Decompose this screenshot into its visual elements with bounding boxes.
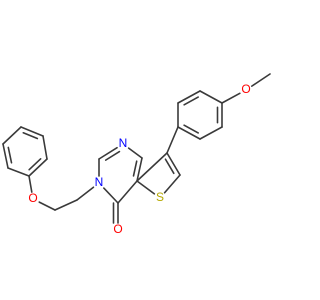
atom-labels-layer: O S N N O O xyxy=(28,82,250,236)
atom-label-o-eth: O xyxy=(28,191,37,205)
bond-ph-c6-ph-c1 xyxy=(7,167,30,177)
bond-c-me-o-ome xyxy=(251,73,271,87)
bond-ph-c3-ph-c4-inner xyxy=(22,131,39,140)
bond-c4-c7a xyxy=(117,180,138,204)
atom-label-n3: N xyxy=(95,175,104,189)
bond-n1-c2 xyxy=(98,146,118,160)
bond-ch2-b-o-eth xyxy=(38,201,56,211)
bond-ar-c2-ar-c3 xyxy=(199,126,223,140)
bonds-layer xyxy=(2,73,271,224)
atom-label-n1: N xyxy=(119,136,128,150)
bond-ph-c2-ph-c3 xyxy=(42,135,48,160)
bond-ph-c4-ph-c5 xyxy=(2,126,22,145)
bond-s5-c7a xyxy=(136,180,156,195)
bond-c4a-n1 xyxy=(127,147,143,159)
bond-ar-c3-ar-c4-inner xyxy=(183,124,199,134)
bond-n3-c4 xyxy=(103,187,119,204)
bond-ph-c3-ph-c4 xyxy=(20,126,44,137)
bond-o-ome-ar-c1 xyxy=(221,92,241,104)
bond-o-eth-ph-c1 xyxy=(28,175,33,193)
bond-c7a-c4a-inner xyxy=(132,160,138,177)
bond-ph-c5-ph-c6-inner xyxy=(7,146,13,164)
bond-ar-c5-ar-c6 xyxy=(177,90,201,104)
bond-c7a-c4a xyxy=(136,157,143,182)
bond-c7a-c7 xyxy=(136,152,168,182)
bond-ph-c1-ph-c2 xyxy=(28,158,48,177)
bond-ar-c3-ar-c4 xyxy=(177,126,201,140)
bond-ar-c4-c7 xyxy=(166,126,179,154)
bond-c7-c6-inner xyxy=(164,158,175,175)
bond-ph-c1-ph-c2-inner xyxy=(28,157,42,171)
bond-ph-c5-ph-c6 xyxy=(2,143,9,169)
molecule-structure-diagram: O S N N O O xyxy=(2,73,271,236)
atom-label-o-ome: O xyxy=(241,82,250,96)
bond-ar-c5-ar-c6-inner xyxy=(183,96,199,106)
bond-c6-s5 xyxy=(163,174,181,194)
bond-ch2-a-ch2-b xyxy=(54,199,78,211)
bond-c7-c6 xyxy=(166,152,181,176)
atom-label-o4: O xyxy=(113,222,122,236)
bond-ar-c6-ar-c1 xyxy=(199,90,223,104)
bond-n3-ch2-a xyxy=(76,186,95,201)
bond-n1-c2-inner xyxy=(104,150,121,161)
atom-label-s5: S xyxy=(156,190,164,204)
